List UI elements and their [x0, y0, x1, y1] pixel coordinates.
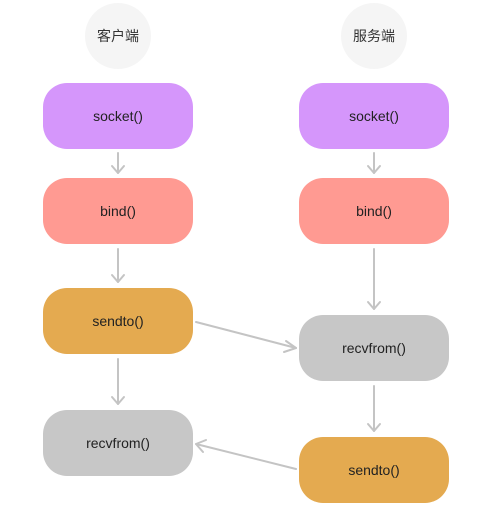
client-recvfrom-node: recvfrom()	[43, 410, 193, 476]
client-sendto-node: sendto()	[43, 288, 193, 354]
server-recvfrom-node: recvfrom()	[299, 315, 449, 381]
server-header: 服务端	[341, 3, 407, 69]
client-bind-node: bind()	[43, 178, 193, 244]
arrow-client-socket-to-bind	[111, 152, 125, 174]
server-bind-node: bind()	[299, 178, 449, 244]
arrow-client-bind-to-sendto	[111, 248, 125, 283]
server-sendto-node: sendto()	[299, 437, 449, 503]
client-socket-node: socket()	[43, 83, 193, 149]
arrow-client-sendto-to-server-recvfrom	[195, 321, 297, 353]
arrow-server-sendto-to-client-recvfrom	[195, 439, 297, 470]
client-header: 客户端	[85, 3, 151, 69]
arrow-server-socket-to-bind	[367, 152, 381, 174]
arrow-server-bind-to-recvfrom	[367, 248, 381, 310]
arrow-server-recvfrom-to-sendto	[367, 385, 381, 432]
arrow-client-sendto-to-recvfrom	[111, 358, 125, 405]
server-socket-node: socket()	[299, 83, 449, 149]
